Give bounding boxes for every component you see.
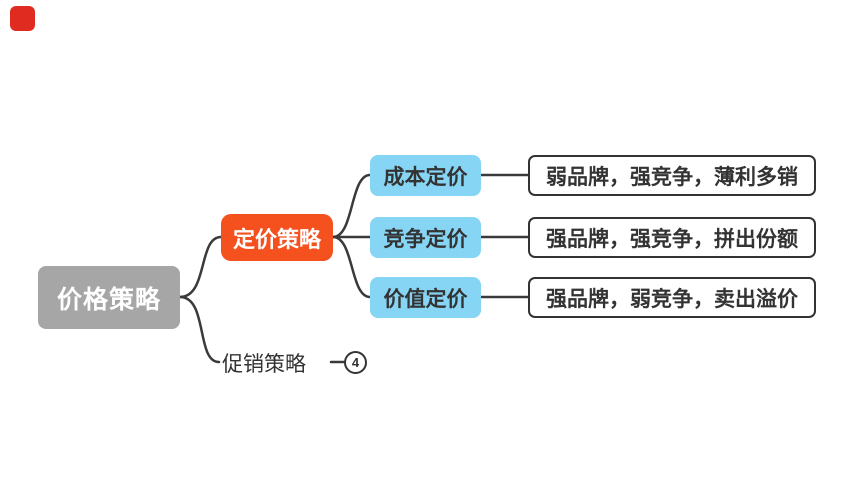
branch-node-promotion-strategy[interactable]: 促销策略: [222, 352, 306, 376]
connector-pricing-to-cost: [331, 173, 372, 239]
note-node-competition-pricing[interactable]: 强品牌，强竞争，拼出份额: [528, 217, 816, 258]
root-node-price-strategy[interactable]: 价格策略: [38, 266, 180, 329]
child-node-competition-pricing[interactable]: 竞争定价: [370, 217, 481, 258]
connector-root-to-promotion: [178, 295, 221, 364]
child-node-cost-pricing[interactable]: 成本定价: [370, 155, 481, 196]
collapsed-count-badge[interactable]: 4: [344, 351, 367, 374]
branch-node-pricing-strategy[interactable]: 定价策略: [221, 214, 333, 261]
child-node-value-pricing[interactable]: 价值定价: [370, 277, 481, 318]
red-square-logo-icon: [10, 6, 35, 31]
note-node-cost-pricing[interactable]: 弱品牌，强竞争，薄利多销: [528, 155, 816, 196]
connector-root-to-pricing: [178, 235, 223, 299]
connector-pricing-to-value: [331, 235, 372, 299]
note-node-value-pricing[interactable]: 强品牌，弱竞争，卖出溢价: [528, 277, 816, 318]
